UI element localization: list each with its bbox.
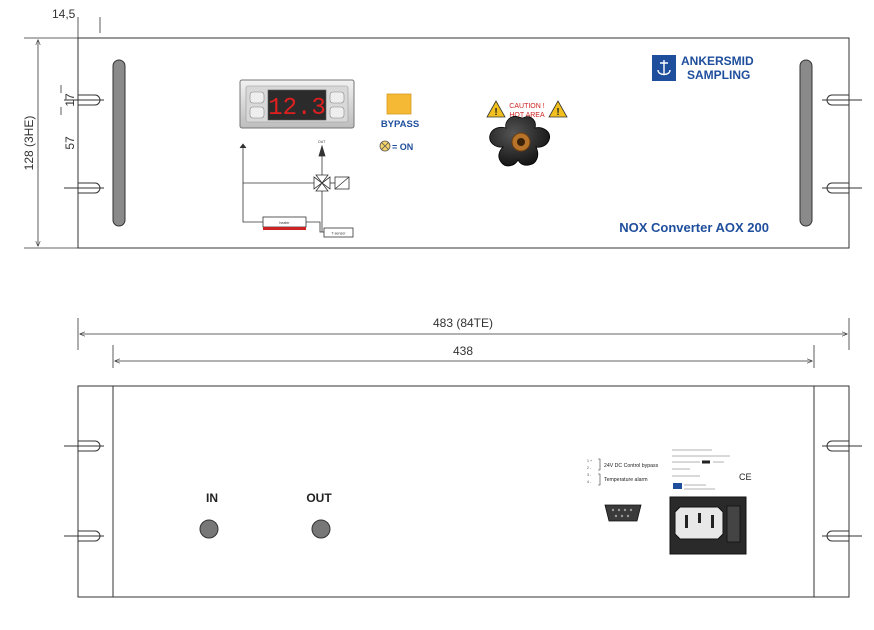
on-legend: = ON: [392, 142, 413, 152]
bypass-lamp: [386, 93, 412, 115]
left-handle: [112, 59, 126, 227]
connector-pin-4: 4 -: [587, 480, 592, 484]
width-dimensions: [77, 318, 850, 368]
total-width-label: 483 (84TE): [433, 316, 493, 330]
star-knob-icon: [489, 115, 550, 167]
product-name: NOX Converter AOX 200: [619, 220, 769, 235]
indicator-lamp-icon: [379, 140, 391, 152]
rear-panel-inner: [112, 385, 815, 598]
caution-text-line2: HOT AREA: [509, 112, 545, 119]
type-plate: [672, 449, 730, 490]
rear-panel-outline: [77, 385, 850, 598]
mount-slot-right-top: [822, 94, 862, 106]
controller-button-right-top: [329, 91, 345, 104]
ankersmid-logo-icon: [652, 55, 676, 81]
connector-label-1: 24V DC Control bypass: [604, 463, 659, 469]
controller-button-left-top: [249, 91, 265, 104]
sub-d-connector-icon: [604, 504, 642, 522]
caution-text-line1: CAUTION !: [509, 103, 544, 110]
mount-slot-left-top: [64, 94, 104, 106]
warning-triangle-icon: !: [548, 100, 568, 118]
ce-mark: CE: [739, 472, 752, 482]
right-handle: [799, 59, 813, 227]
sensor-block: T-sensor: [323, 227, 354, 238]
mount-slot-rear-right-top: [822, 440, 862, 452]
svg-text:T-sensor: T-sensor: [332, 232, 347, 236]
svg-text:!: !: [494, 107, 497, 118]
in-label: IN: [206, 491, 218, 505]
mount-slot-rear-right-bottom: [822, 530, 862, 542]
out-port: [311, 519, 331, 539]
controller-button-left-bottom: [249, 106, 265, 119]
heater-block: heater: [262, 216, 307, 230]
three-way-valve-icon: [313, 174, 350, 192]
brand-line1: ANKERSMID: [681, 54, 754, 68]
height-label: 128 (3HE): [22, 116, 36, 171]
display-value: 12.3: [268, 95, 326, 122]
front-dimensions: [24, 17, 101, 249]
mount-slot-left-bottom: [64, 182, 104, 194]
connector-bracket: [598, 458, 601, 486]
temperature-controller: 12.3: [239, 79, 355, 129]
flange-offset-label: 14,5: [52, 7, 76, 21]
in-port: [199, 519, 219, 539]
flow-schematic: OUT: [239, 140, 335, 233]
inner-width-label: 438: [453, 344, 473, 358]
rear-panel: IN OUT 1 + 2 - 3 - 4 - 24V DC Control by…: [64, 385, 862, 598]
svg-text:!: !: [556, 107, 559, 118]
mount-slot-rear-left-bottom: [64, 530, 104, 542]
warning-triangle-icon: !: [486, 100, 506, 118]
iec-power-inlet-icon: [669, 496, 747, 555]
connector-pin-2: 2 -: [587, 466, 592, 470]
mount-slot-rear-left-top: [64, 440, 104, 452]
svg-text:OUT: OUT: [318, 140, 326, 144]
hole-spacing-small-label: 17: [63, 93, 77, 107]
connector-pin-1: 1 +: [587, 459, 592, 463]
front-panel-outline: [77, 37, 850, 249]
connector-label-2: Temperature alarm: [604, 477, 648, 483]
connector-pin-3: 3 -: [587, 473, 592, 477]
controller-button-right-bottom: [329, 106, 345, 119]
mount-slot-right-bottom: [822, 182, 862, 194]
hole-spacing-large-label: 57: [63, 136, 77, 150]
svg-text:heater: heater: [279, 221, 290, 225]
brand-line2: SAMPLING: [687, 68, 750, 82]
bypass-label: BYPASS: [381, 119, 419, 130]
front-panel: 12.3 BYPASS = ON OUT: [64, 37, 862, 249]
out-label: OUT: [306, 491, 332, 505]
